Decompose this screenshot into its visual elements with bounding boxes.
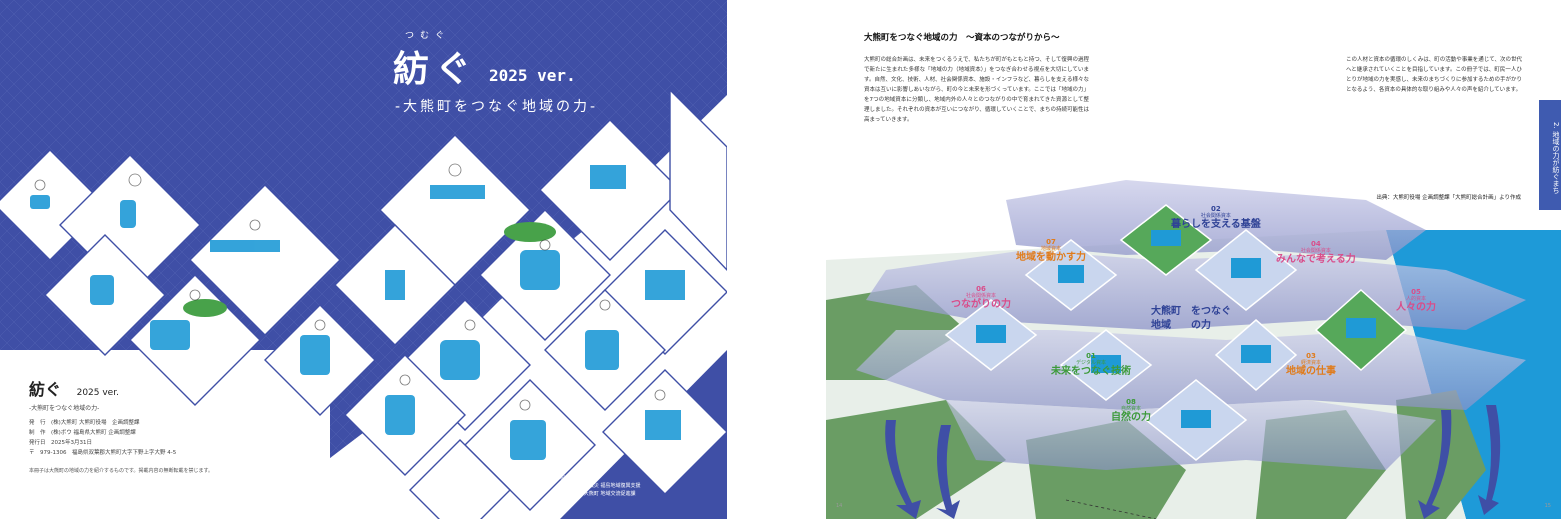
capital-label: 02 社会関係資本 暮らしを支える基盤 [1171,205,1261,231]
capital-sub: 経済資本 [1300,360,1321,366]
capital-sub: 社会関係資本 [1200,213,1231,219]
content-page: 大熊町をつなぐ地域の力 ～資本のつながりから～ 大熊町の総合計画は、未来をつくる… [826,0,1561,519]
capital-text: 地域の仕事 [1286,366,1336,377]
colophon: 紡ぐ 2025 ver. -大熊町をつなぐ地域の力- 発 行 (株)大熊町 大熊… [29,376,349,458]
diamond-illustration-background [0,0,727,519]
capital-num: 03 [1306,352,1316,360]
capital-label: 06 社会関係資本 つながりの力 [951,285,1011,311]
capital-label: 01 デジタル資本 未来をつなぐ技術 [1051,352,1131,378]
page-number-left: 14 [836,503,843,509]
page-heading: 大熊町をつなぐ地域の力 ～資本のつながりから～ [864,33,1060,43]
capital-num: 04 [1310,240,1321,248]
colophon-version: 2025 ver. [76,388,119,398]
capital-num: 07 [1046,238,1056,246]
cover-title: 紡ぐ [393,48,478,90]
map-center-line2: 地域 の力 [1151,320,1211,331]
capital-sub: 人的資本 [1405,296,1426,302]
body-text-col1: 大熊町の総合計画は、未来をつくるうえで、私たちが町がもともと持つ、そして復興の過… [864,57,1089,123]
colophon-title: 紡ぐ [29,380,62,399]
body-text-col2: この人材と資本の循環のしくみは、町の活動や事業を通じて、次の世代へと継承されてい… [1346,57,1523,93]
capital-num: 06 [976,285,986,293]
cover-subtitle: -大熊町をつなぐ地域の力- [395,99,599,115]
credits: 協力 (株)東日本大震災 福島地域復興支援 (株)福島・大熊町 地域交流促進課 [560,474,720,498]
credits-line: 協力 [560,475,571,481]
map-center-line1: 大熊町 をつなぐ [1151,306,1231,317]
capital-label: 05 人的資本 人々の力 [1396,288,1436,314]
capital-sub: 社会関係資本 [965,293,996,299]
source-note: 出典：大熊町役場 企画調整課「大熊町総合計画」より作成 [1376,195,1521,201]
colophon-note: 本冊子は大熊町の地域の力を紹介するものです。掲載内容の無断転載を禁じます。 [29,468,214,474]
chapter-side-tab[interactable]: 2. 地域の力が紡ぐまち [1539,100,1561,210]
capital-text: 暮らしを支える基盤 [1171,219,1261,230]
capital-num: 08 [1126,398,1136,406]
map-center-label: 大熊町 をつなぐ 地域 の力 [1151,305,1231,333]
capital-sub: デジタル資本 [1076,360,1106,366]
regional-map-illustration [826,180,1561,519]
capital-label: 03 経済資本 地域の仕事 [1286,352,1336,378]
capital-text: 人々の力 [1396,302,1436,313]
capital-num: 01 [1086,352,1096,360]
colophon-line: 発 行 (株)大熊町 大熊町役場 企画調整課 [29,420,140,426]
credits-line: (株)福島・大熊町 地域交流促進課 [560,491,636,497]
capital-text: みんなで考える力 [1276,254,1356,265]
capital-label: 04 社会関係資本 みんなで考える力 [1276,240,1356,266]
colophon-subtitle: -大熊町をつなぐ地域の力- [29,405,100,412]
capital-num: 05 [1411,288,1421,296]
capital-label: 07 地域資本 地域を動かす力 [1016,238,1086,264]
capital-sub: 地域資本 [1040,246,1061,252]
capital-num: 02 [1210,205,1221,213]
capital-sub: 社会関係資本 [1300,248,1331,254]
cover-page: つむぐ 紡ぐ 2025 ver. -大熊町をつなぐ地域の力- 紡ぐ 2025 v… [0,0,727,519]
cover-version: 2025 ver. [489,66,576,85]
title-ruby: つむぐ [405,31,451,41]
capital-sub: 自然資本 [1120,406,1141,412]
colophon-line: 発行日 2025年3月31日 [29,440,92,446]
colophon-line: 制 作 (株)ボウ 福島県大熊町 企画調整課 [29,430,136,436]
capital-label: 08 自然資本 自然の力 [1111,398,1151,424]
page-gutter [727,0,826,519]
capital-text: 未来をつなぐ技術 [1051,366,1131,377]
capital-text: 自然の力 [1111,412,1151,423]
capital-text: つながりの力 [951,299,1011,310]
page-number-right: 15 [1544,503,1551,509]
capital-text: 地域を動かす力 [1016,252,1086,263]
credits-line: (株)東日本大震災 福島地域復興支援 [560,483,641,489]
colophon-line: 〒 979-1306 福島県双葉郡大熊町大字下野上字大野 4-5 [29,450,177,456]
